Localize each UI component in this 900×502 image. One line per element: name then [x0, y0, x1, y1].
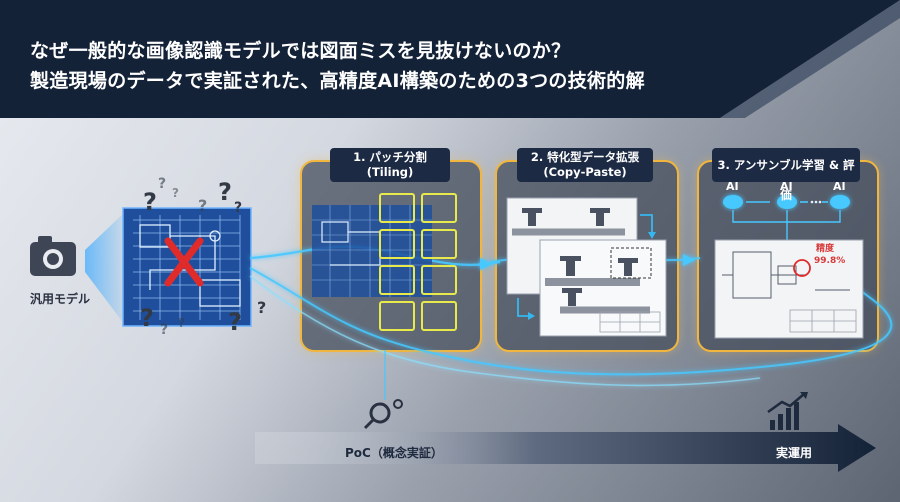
ai-label-3: AI [833, 180, 846, 193]
question-mark-icon: ? [143, 188, 157, 216]
question-mark-icon: ? [198, 196, 208, 215]
production-label: 実運用 [776, 446, 813, 460]
stage-3-label: 3. アンサンブル学習 & 評価 [712, 148, 860, 202]
question-mark-icon: ? [172, 186, 179, 200]
question-mark-icon: ? [218, 178, 232, 206]
search-gear-icon [363, 399, 403, 430]
detected-error-marker [793, 259, 811, 277]
ai-brain-icons [723, 195, 850, 209]
camera-icon [30, 236, 76, 276]
augmented-drawing-front [539, 239, 667, 337]
generic-model-label: 汎用モデル [30, 292, 91, 306]
header-background [0, 0, 900, 118]
stage-2-label: 2. 特化型データ拡張 (Copy-Paste) [517, 148, 653, 182]
poc-label: PoC（概念実証） [345, 446, 443, 460]
timeline-arrow [255, 424, 876, 472]
error-x-icon [164, 237, 204, 287]
paste-arrowheads [528, 232, 656, 320]
question-mark-icon: ? [140, 304, 154, 332]
tile-grid [379, 193, 457, 331]
ensemble-merge-lines [732, 210, 841, 240]
evaluated-drawing [714, 239, 864, 339]
accuracy-value: 99.8% [814, 256, 846, 266]
ai-label-1: AI [726, 180, 739, 193]
stage-1-label: 1. パッチ分割 (Tiling) [330, 148, 450, 182]
stage-arrow-2 [683, 254, 695, 266]
growth-chart-icon [767, 392, 808, 430]
question-mark-icon: ? [257, 298, 267, 317]
header-banner: なぜ一般的な画像認識モデルでは図面ミスを見抜けないのか？ 製造現場のデータで実証… [0, 0, 900, 118]
ai-label-2: AI [780, 180, 793, 193]
question-mark-icon: ? [160, 322, 169, 338]
title-line-1: なぜ一般的な画像認識モデルでは図面ミスを見抜けないのか？ [30, 40, 571, 62]
stage-arrow-1 [480, 258, 492, 270]
title-line-2: 製造現場のデータで実証された、高精度AI構築のための3つの技術的解 [30, 70, 645, 92]
accuracy-label: 精度 [816, 244, 835, 254]
ai-dots [810, 200, 822, 204]
question-mark-icon: ? [228, 308, 242, 336]
question-mark-icon: ? [178, 316, 185, 330]
paste-arrows [517, 214, 653, 317]
question-mark-icon: ? [158, 176, 167, 192]
camera-beam [85, 212, 125, 325]
question-mark-icon: ? [234, 200, 243, 216]
